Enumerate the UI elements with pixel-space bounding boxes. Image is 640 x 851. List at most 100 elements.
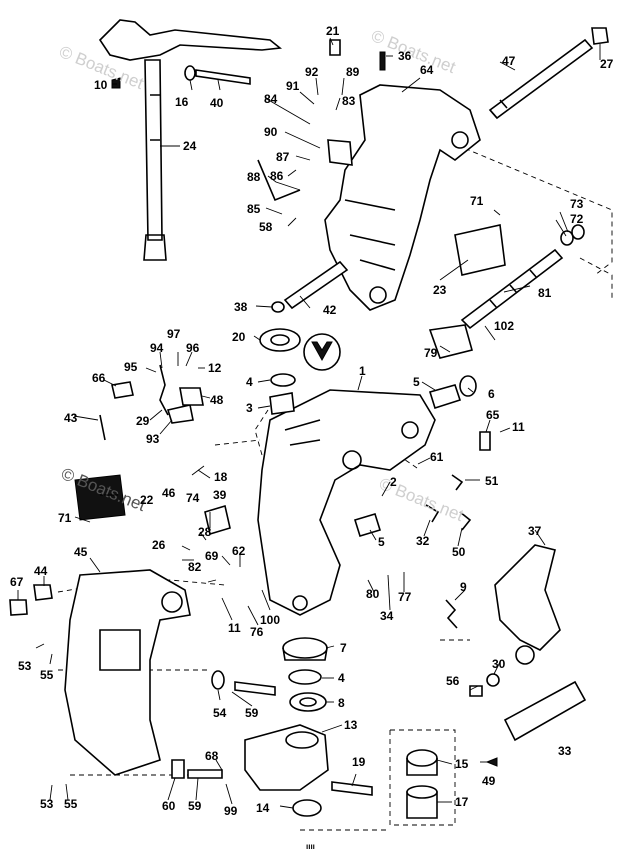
part-40-bolt — [195, 69, 251, 85]
part-43-wire-lead — [99, 414, 106, 441]
part-59-bolt-lower — [187, 769, 223, 779]
callout-64: 64 — [420, 63, 434, 77]
callout-79: 79 — [424, 346, 438, 360]
callout-53-lower: 53 — [40, 797, 54, 811]
callout-21: 21 — [326, 24, 340, 38]
callout-5-lower: 5 — [378, 535, 385, 549]
part-73-nut — [571, 224, 585, 240]
part-19-bolt — [331, 781, 373, 796]
callout-33: 33 — [558, 744, 572, 758]
part-17-sleeve — [406, 785, 438, 819]
part-32-clip — [425, 504, 440, 523]
callout-54: 54 — [213, 706, 227, 720]
callout-71-left: 71 — [58, 511, 72, 525]
callout-32: 32 — [416, 534, 430, 548]
callout-8: 8 — [338, 696, 345, 710]
callout-85: 85 — [247, 202, 261, 216]
callout-71-top: 71 — [470, 194, 484, 208]
part-27-nut — [591, 27, 609, 45]
callout-29: 29 — [136, 414, 150, 428]
part-51-clip — [451, 474, 464, 491]
part-5-bushing-upper — [428, 384, 462, 410]
callout-16: 16 — [175, 95, 189, 109]
part-23-thrust-plate — [454, 224, 506, 276]
callout-42: 42 — [323, 303, 337, 317]
part-15-mount — [406, 749, 438, 776]
part-79-bracket-block — [428, 324, 473, 359]
callout-68: 68 — [205, 749, 219, 763]
callout-11-right: 11 — [512, 420, 525, 434]
callout-93: 93 — [146, 432, 160, 446]
callout-55-upper: 55 — [40, 668, 54, 682]
part-54-washer — [211, 670, 225, 690]
callout-73: 73 — [570, 197, 584, 211]
callout-13: 13 — [344, 718, 358, 732]
callout-92: 92 — [305, 65, 319, 79]
callout-34: 34 — [380, 609, 394, 623]
part-9-spring — [445, 599, 458, 629]
part-39-block — [204, 504, 231, 536]
part-50-clip — [459, 511, 472, 531]
part-6-washer — [459, 375, 477, 397]
callout-83: 83 — [342, 94, 356, 108]
part-45-stern-bracket — [64, 569, 191, 776]
part-7-bushing — [282, 637, 328, 661]
callout-48: 48 — [210, 393, 224, 407]
part-5-bushing-lower — [353, 513, 382, 537]
callout-72: 72 — [570, 212, 584, 226]
callout-86: 86 — [270, 169, 284, 183]
part-8-seal — [289, 692, 327, 712]
callout-87: 87 — [276, 150, 290, 164]
callout-80: 80 — [366, 587, 380, 601]
part-81-threaded-rod — [460, 248, 564, 330]
part-33-bar — [503, 680, 587, 742]
callout-84: 84 — [264, 92, 278, 106]
callout-95: 95 — [124, 360, 138, 374]
callout-97: 97 — [167, 327, 181, 341]
callout-77: 77 — [398, 590, 412, 604]
callout-99: 99 — [224, 804, 238, 818]
callout-90: 90 — [264, 125, 278, 139]
part-4-ring-lower — [288, 669, 322, 685]
part-64-swivel-bracket — [324, 84, 481, 311]
part-10-screw — [111, 77, 121, 89]
callout-10: 10 — [94, 78, 108, 92]
callout-58: 58 — [259, 220, 273, 234]
callout-81: 81 — [538, 286, 552, 300]
callout-6: 6 — [488, 387, 495, 401]
part-59-bolt-upper — [234, 681, 276, 696]
callout-26: 26 — [152, 538, 166, 552]
callout-51: 51 — [485, 474, 499, 488]
callout-53-upper: 53 — [18, 659, 32, 673]
part-49-screw — [485, 757, 498, 767]
bushing-detail-symbol — [303, 333, 341, 371]
callout-59-lower: 59 — [188, 799, 202, 813]
part-47-tilt-tube — [488, 38, 594, 120]
callout-61: 61 — [430, 450, 444, 464]
callout-67: 67 — [10, 575, 24, 589]
part-66-clamp — [111, 381, 134, 399]
callout-18: 18 — [214, 470, 228, 484]
callout-11-left: 11 — [228, 621, 241, 635]
callout-12: 12 — [208, 361, 222, 375]
callout-43: 43 — [64, 411, 78, 425]
part-4-ring-upper — [270, 373, 296, 387]
part-20-washer — [259, 328, 301, 352]
part-22-trim-plate — [74, 474, 126, 521]
callout-labels: 21 36 64 47 27 92 89 91 83 84 90 87 88 8… — [10, 24, 614, 815]
callout-66: 66 — [92, 371, 106, 385]
part-38-clip — [271, 301, 285, 313]
callout-4-lower: 4 — [338, 671, 345, 685]
part-65-pin — [479, 431, 491, 451]
part-42-pin-rod — [283, 260, 349, 310]
part-24-steering-arm — [98, 19, 283, 261]
callout-40: 40 — [210, 96, 224, 110]
callout-50: 50 — [452, 545, 466, 559]
callout-89: 89 — [346, 65, 360, 79]
callout-24-label: 24 — [183, 139, 197, 153]
part-93-wire-harness — [159, 364, 194, 424]
callout-94: 94 — [150, 341, 164, 355]
callout-39: 39 — [213, 488, 227, 502]
part-14-nut — [292, 799, 322, 817]
callout-36: 36 — [398, 49, 412, 63]
